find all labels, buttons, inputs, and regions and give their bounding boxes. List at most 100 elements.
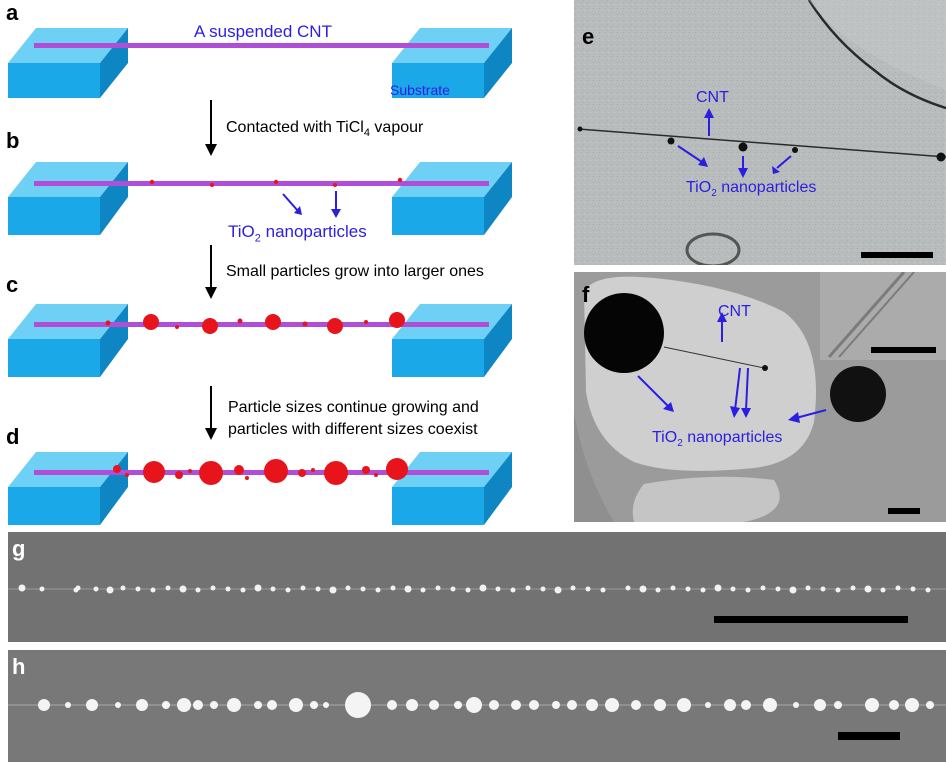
particle-dot xyxy=(586,699,598,711)
particle-dot xyxy=(814,699,826,711)
particle-dot xyxy=(763,698,777,712)
particle-dot xyxy=(406,699,418,711)
particle-dot xyxy=(905,698,919,712)
particle-dot xyxy=(404,585,412,593)
particle-dot xyxy=(136,699,148,711)
particle-dot xyxy=(225,586,231,592)
panel-label-c: c xyxy=(6,272,19,297)
particle-dot xyxy=(625,585,631,591)
particle-dot xyxy=(466,697,482,713)
step-d-line2: particles with different sizes coexist xyxy=(228,421,478,438)
particle-dot xyxy=(323,702,329,708)
particle-dot xyxy=(435,585,441,591)
particle-dot xyxy=(631,700,641,710)
particle-dot xyxy=(865,698,879,712)
particle-dot xyxy=(285,587,291,593)
particle-dot xyxy=(165,585,171,591)
particle-dot xyxy=(654,699,666,711)
particle-dot xyxy=(115,702,121,708)
particle-dot xyxy=(605,698,619,712)
particle-dot xyxy=(329,586,337,594)
substrate-label: Substrate xyxy=(390,82,450,98)
particle-dot xyxy=(390,585,396,591)
panel-label-h: h xyxy=(12,654,26,679)
panel-label-d: d xyxy=(6,424,20,449)
tio2-label-b: TiO2 nanoparticles xyxy=(228,222,367,245)
particle-dot xyxy=(724,699,736,711)
particle-dot xyxy=(570,585,576,591)
particle-dot xyxy=(600,587,606,593)
particle-dot xyxy=(793,702,799,708)
panel-c-diagram xyxy=(8,304,512,377)
particle-dot xyxy=(585,586,591,592)
particle-dot xyxy=(714,584,722,592)
particle-dot xyxy=(240,587,246,593)
particle-dot xyxy=(926,701,934,709)
particle-dot xyxy=(655,587,661,593)
particle-dot xyxy=(177,698,191,712)
panel-label-e: e xyxy=(582,24,595,49)
particle-dot xyxy=(345,692,371,718)
particle-dot xyxy=(65,702,71,708)
particle-dot xyxy=(880,587,886,593)
particle-dot xyxy=(511,700,521,710)
particle-dot xyxy=(552,701,560,709)
cnt-caption: A suspended CNT xyxy=(194,22,332,41)
particle-dot xyxy=(270,586,276,592)
particle-dot xyxy=(86,699,98,711)
particle-dot xyxy=(193,700,203,710)
particle-dot xyxy=(210,701,218,709)
particle-dot xyxy=(670,585,676,591)
cnt-label-e: CNT xyxy=(696,89,729,106)
particle-dot xyxy=(700,587,706,593)
tio2-label-e: TiO2 nanoparticles xyxy=(686,179,817,200)
particle-dot xyxy=(289,698,303,712)
particle-dot xyxy=(835,587,841,593)
particle-dot xyxy=(685,586,691,592)
particle-dot xyxy=(120,585,126,591)
particle-dot xyxy=(910,586,916,592)
cnt-label-f: CNT xyxy=(718,303,751,320)
particle-dot xyxy=(18,584,26,592)
particle-dot xyxy=(741,700,751,710)
particle-dot xyxy=(387,700,397,710)
particle-dot xyxy=(489,700,499,710)
particle-dot xyxy=(360,586,366,592)
panel-b-diagram xyxy=(8,162,512,235)
particle-dot xyxy=(150,587,156,593)
particle-dot xyxy=(75,585,81,591)
particle-dot xyxy=(38,699,50,711)
particle-dot xyxy=(820,586,826,592)
particle-dot xyxy=(179,585,187,593)
panel-d-diagram xyxy=(8,452,512,525)
particle-dot xyxy=(420,587,426,593)
particle-dot xyxy=(375,587,381,593)
particle-dot xyxy=(254,584,262,592)
particle-dot xyxy=(454,701,462,709)
particle-dot xyxy=(639,585,647,593)
down-arrow-icon xyxy=(205,245,217,299)
step-c-text: Small particles grow into larger ones xyxy=(226,263,484,280)
panel-label-b: b xyxy=(6,128,20,153)
particle-dot xyxy=(315,586,321,592)
particle-dot xyxy=(479,584,487,592)
particle-dot xyxy=(39,586,45,592)
particle-dot xyxy=(267,700,277,710)
particle-dot xyxy=(525,585,531,591)
particle-dot xyxy=(850,585,856,591)
particle-dot xyxy=(429,700,439,710)
particle-dot xyxy=(310,701,318,709)
panel-f-image: f CNT TiO2 nanoparticles xyxy=(574,272,946,522)
particle-dot xyxy=(834,701,842,709)
particle-dot xyxy=(789,586,797,594)
panel-a-diagram xyxy=(8,28,512,98)
particle-dot xyxy=(730,586,736,592)
particle-dot xyxy=(529,700,539,710)
panel-label-a: a xyxy=(6,0,19,25)
particle-dot xyxy=(465,587,471,593)
particle-dot xyxy=(135,586,141,592)
particle-dot xyxy=(540,586,546,592)
tio2-label-f: TiO2 nanoparticles xyxy=(652,429,783,450)
particle-dot xyxy=(495,586,501,592)
panel-e-image: e CNT TiO2 nanoparticles xyxy=(574,0,946,265)
